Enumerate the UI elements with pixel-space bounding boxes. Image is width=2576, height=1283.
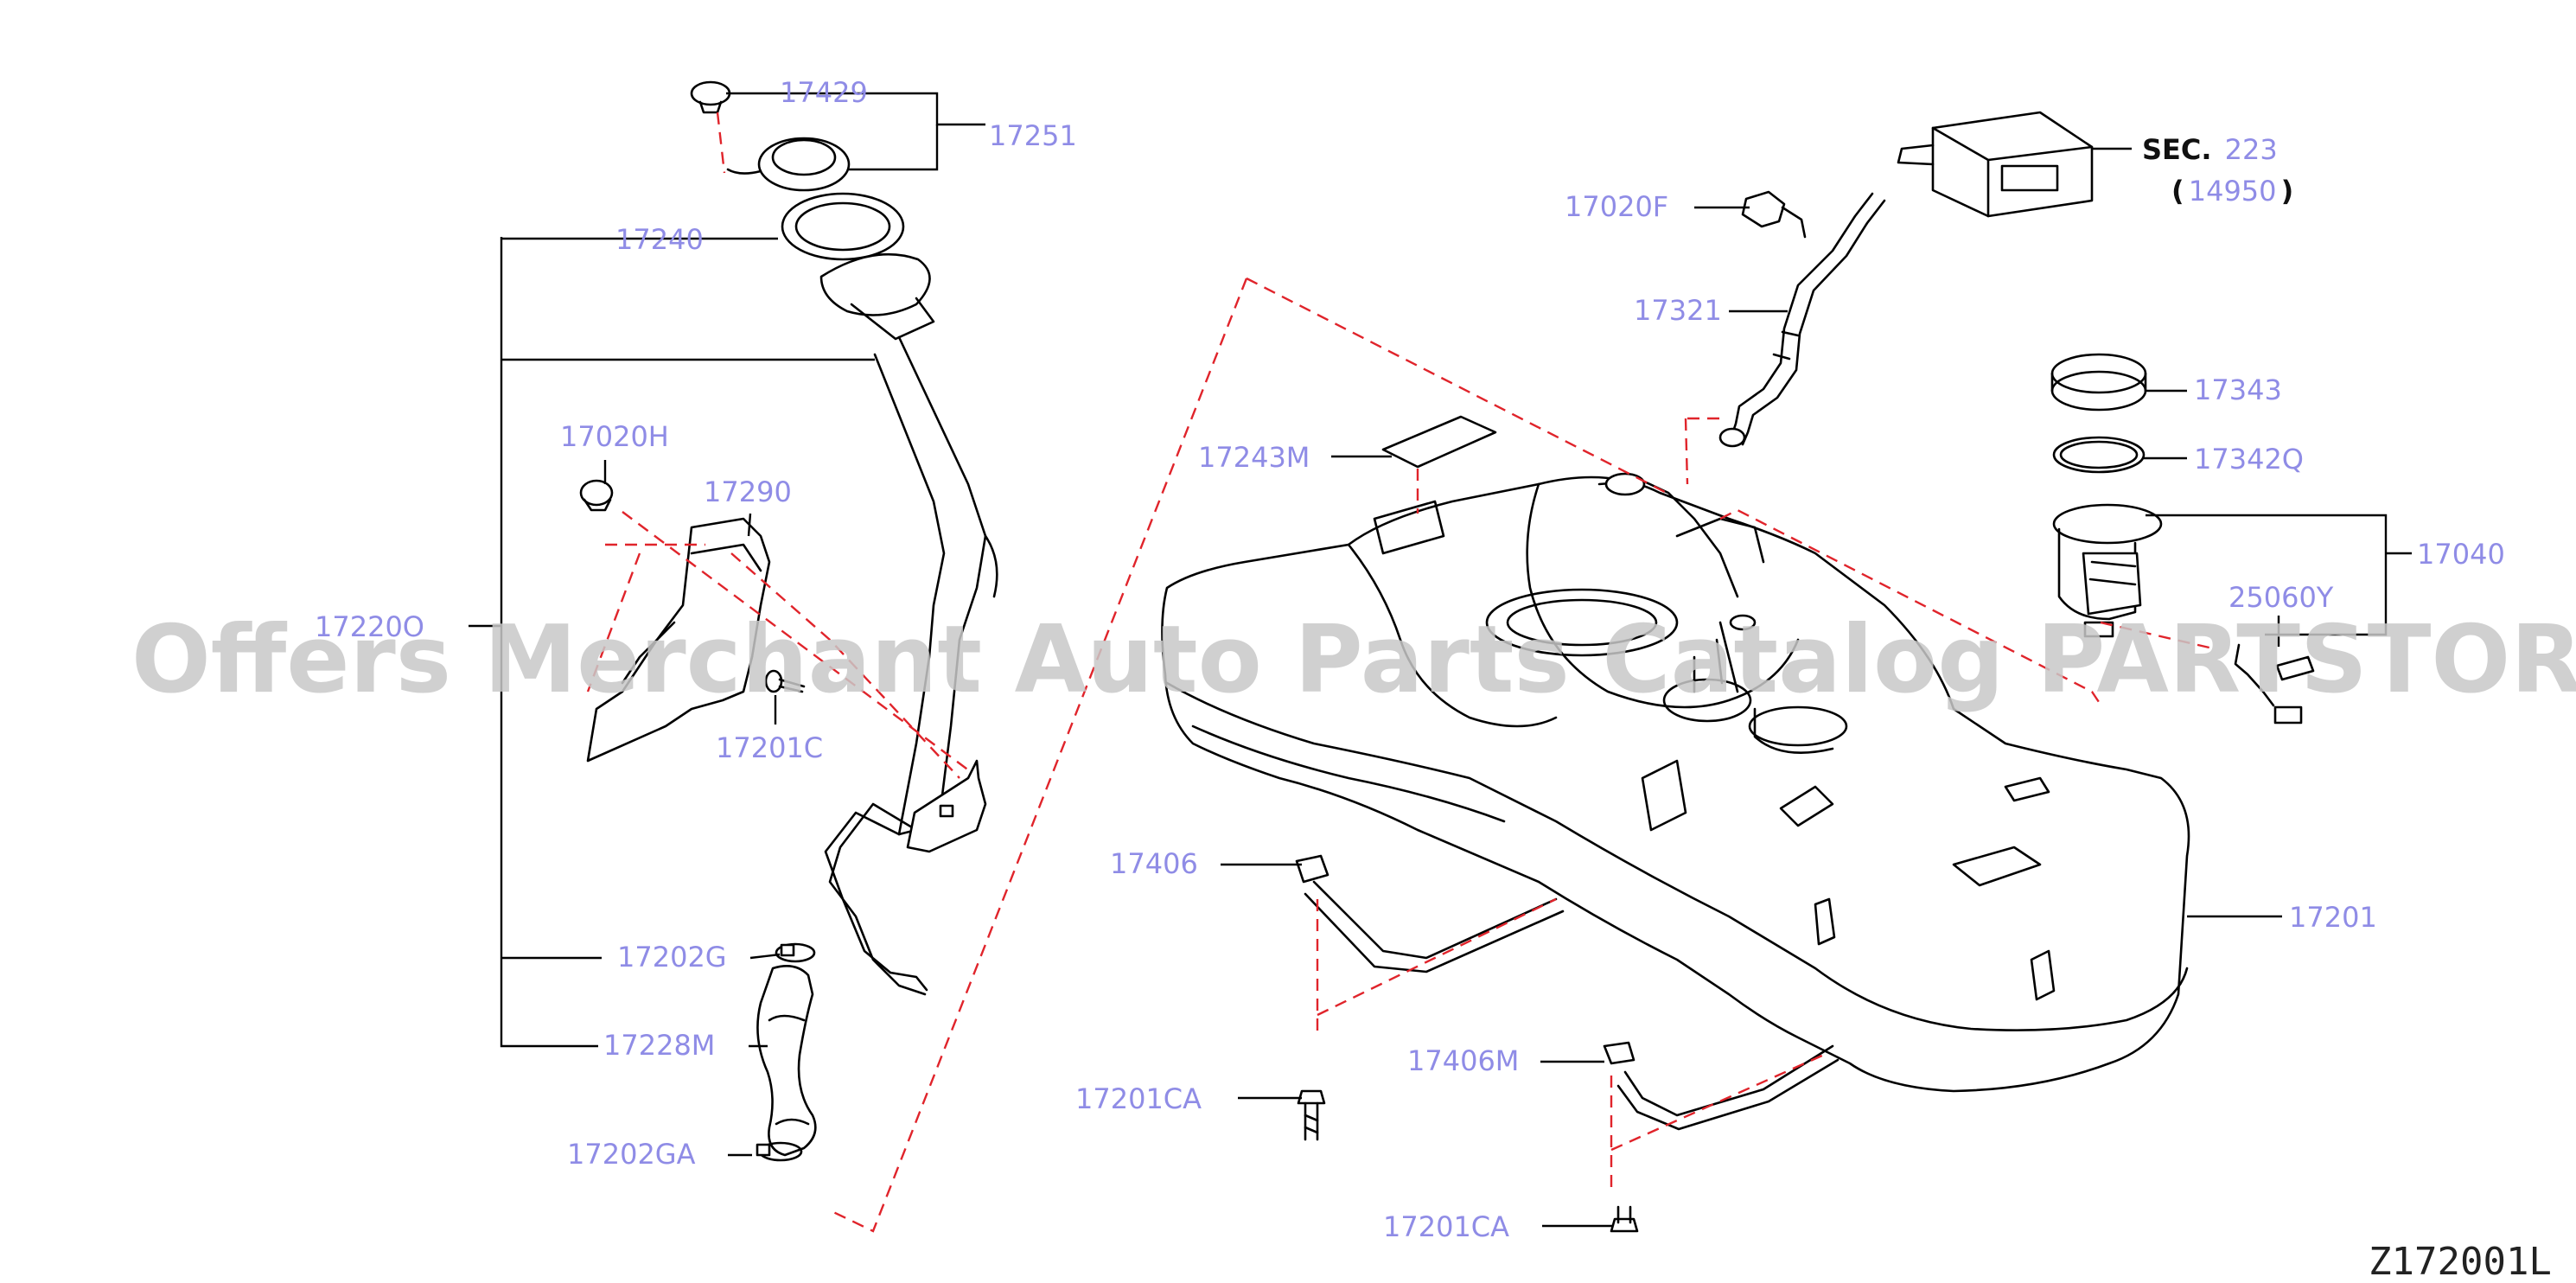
lock-ring-17343 [2050, 353, 2147, 412]
bolt-17201CA-a [1297, 1089, 1326, 1141]
fuel-pump-assembly [2050, 353, 2315, 724]
heat-shield-17290 [586, 517, 771, 763]
o-ring-17342Q [2052, 436, 2146, 474]
label-17020H: 17020H [560, 420, 669, 453]
label-17429: 17429 [780, 76, 868, 109]
grommet-17020H [579, 479, 614, 512]
evap-canister-assembly [1718, 111, 2094, 448]
label-17321: 17321 [1634, 294, 1722, 327]
fuel-cap-17251 [726, 137, 851, 192]
label-25060Y: 25060Y [2228, 581, 2334, 614]
label-17201CA-b: 17201CA [1383, 1210, 1509, 1243]
label-17406M: 17406M [1407, 1044, 1519, 1077]
dashed-guide-lines [586, 112, 2214, 1233]
label-17342Q: 17342Q [2194, 443, 2304, 476]
label-17202G: 17202G [617, 941, 727, 973]
filler-neck-assembly [579, 80, 998, 1162]
fuel-tank-17201 [1161, 415, 2190, 1233]
watermark-text: Offers Merchant Auto Parts Catalog PARTS… [131, 606, 2576, 714]
label-sec-223: SEC. 223 [2142, 133, 2278, 166]
label-17240: 17240 [615, 223, 704, 256]
label-17202GA: 17202GA [567, 1138, 696, 1171]
hose-clamp-17202G [775, 942, 816, 963]
hose-clamp-17202GA [756, 1141, 803, 1162]
leader-lines [469, 92, 2412, 1228]
filler-neck-pipe [819, 252, 998, 996]
pump-module-17040 [2052, 503, 2163, 638]
bolt-17201C [764, 669, 806, 693]
label-17343: 17343 [2194, 373, 2282, 406]
label-17228M: 17228M [603, 1029, 715, 1062]
label-17201: 17201 [2289, 901, 2377, 934]
label-17040: 17040 [2417, 538, 2505, 571]
diagram-code: Z172001L [2369, 1240, 2552, 1283]
label-sec-ref-14950: ( 14950 ) [2171, 175, 2293, 207]
label-17290: 17290 [704, 476, 792, 508]
label-17251: 17251 [989, 119, 1077, 152]
insulator-pad-17243M [1381, 415, 1497, 469]
label-17406: 17406 [1110, 847, 1198, 880]
label-17201CA-a: 17201CA [1075, 1082, 1202, 1115]
sender-unit-25060Y [2234, 643, 2315, 724]
label-17220O: 17220O [315, 610, 424, 643]
label-17201C: 17201C [716, 731, 823, 764]
cap-tether-clip-17429 [690, 80, 731, 114]
label-17020F: 17020F [1565, 190, 1668, 223]
label-17243M: 17243M [1198, 441, 1310, 474]
filler-ring-17240 [781, 192, 905, 261]
filler-hose-17228M [756, 965, 817, 1157]
part-labels: 17429 17251 17240 17020H 17290 17220O 17… [315, 76, 2505, 1243]
bolt-17201CA-b [1610, 1205, 1639, 1233]
